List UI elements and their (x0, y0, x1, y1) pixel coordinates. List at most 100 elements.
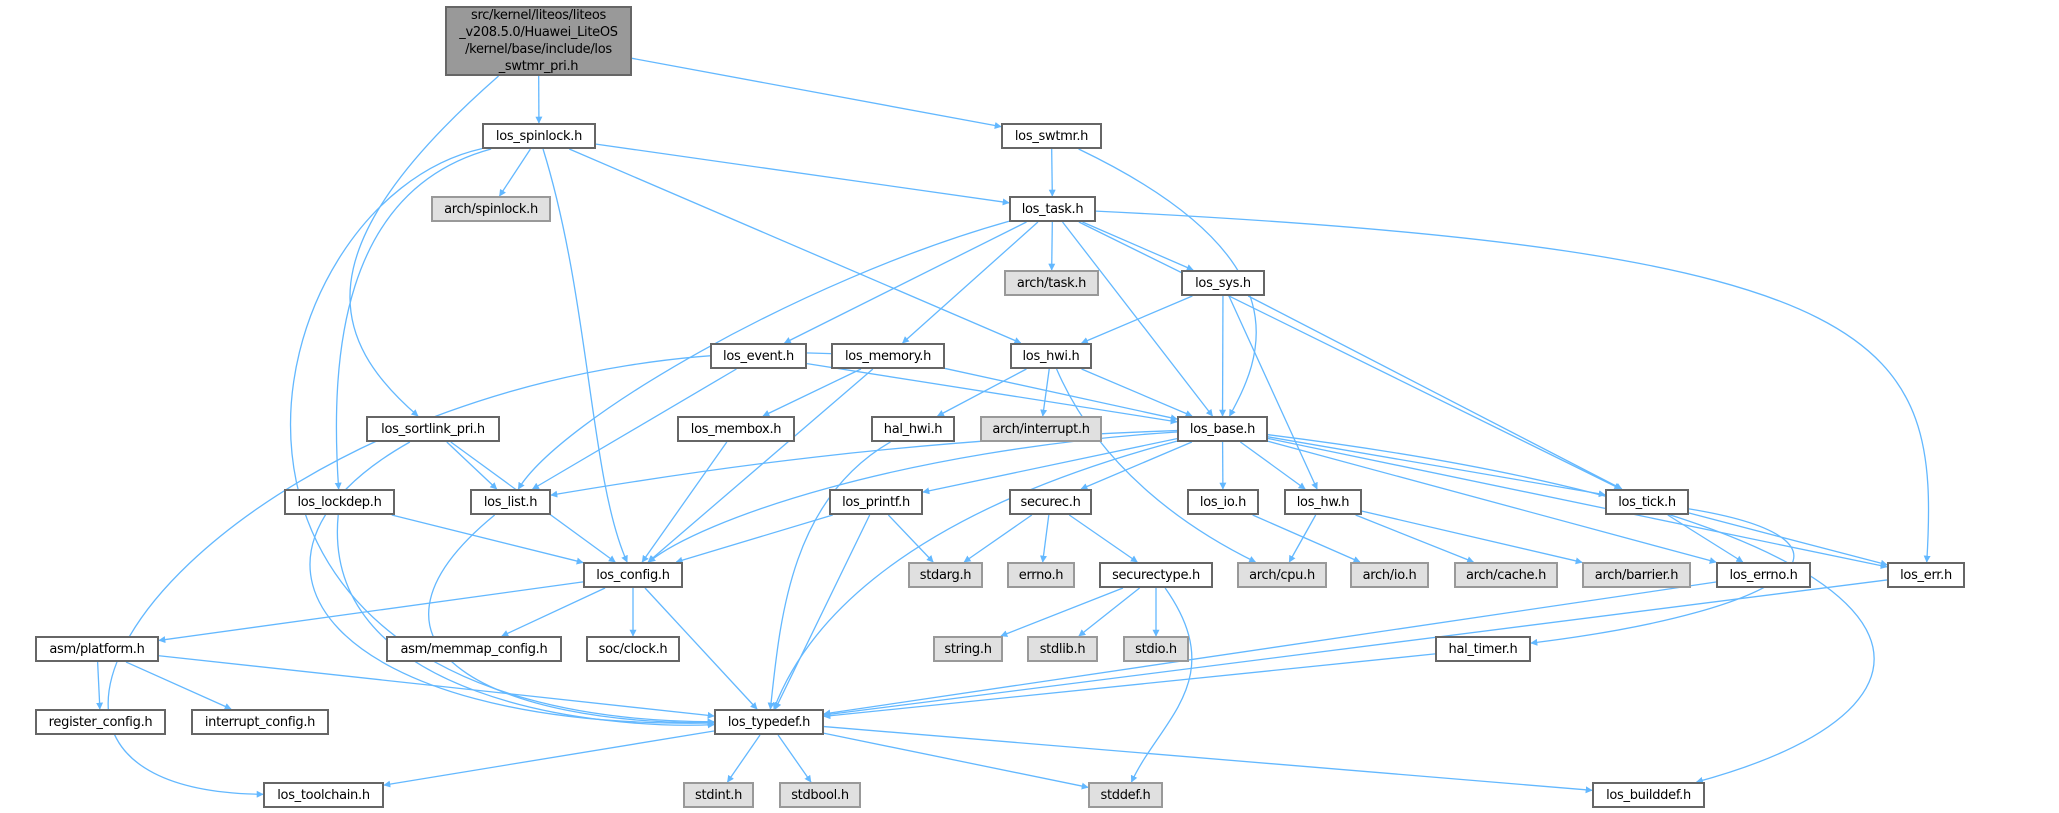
node-soc-clock[interactable]: soc/clock.h (586, 636, 680, 662)
node-stdarg: stdarg.h (908, 562, 983, 588)
edge-typedef-to-toolchain (383, 730, 715, 788)
edge-base-to-securec (1080, 441, 1193, 490)
node-string: string.h (933, 636, 1003, 662)
node-errno: errno.h (1007, 562, 1075, 588)
edge-sys-to-tick (1247, 295, 1623, 490)
node-arch-barrier: arch/barrier.h (1582, 562, 1691, 588)
edge-swtmr-to-task (1048, 148, 1056, 197)
node-builddef[interactable]: los_builddef.h (1592, 782, 1705, 808)
edge-task-to-event (783, 221, 1027, 344)
node-memory[interactable]: los_memory.h (831, 343, 945, 369)
edge-list-to-typedef (428, 514, 715, 727)
edge-base-to-los_errno (1267, 440, 1717, 564)
edge-securectype-to-string (1000, 587, 1124, 637)
edge-hw-to-arch_barrier (1361, 510, 1583, 565)
edge-task-to-err (1095, 210, 1931, 563)
edge-membox-to-config (641, 441, 728, 563)
node-arch-io: arch/io.h (1350, 562, 1429, 588)
edge-task-to-arch_task (1048, 221, 1056, 271)
node-arch-spinlock: arch/spinlock.h (431, 196, 551, 222)
edge-task-to-memory (902, 221, 1039, 344)
node-asm-platform[interactable]: asm/platform.h (35, 636, 159, 662)
edge-hwi-to-hal_hwi (936, 368, 1027, 417)
edge-event-to-list (531, 368, 737, 490)
node-los-errno[interactable]: los_errno.h (1716, 562, 1811, 588)
node-hal-timer[interactable]: hal_timer.h (1435, 636, 1531, 662)
edge-hal_hwi-to-typedef (767, 441, 891, 710)
node-config[interactable]: los_config.h (583, 562, 683, 588)
edge-lockdep-to-typedef (336, 514, 715, 729)
edge-securec-to-stdarg (963, 514, 1033, 563)
node-event[interactable]: los_event.h (710, 343, 807, 369)
edge-config-to-asm_platform (158, 581, 584, 644)
node-toolchain[interactable]: los_toolchain.h (263, 782, 384, 808)
node-membox[interactable]: los_membox.h (677, 416, 795, 442)
node-hw[interactable]: los_hw.h (1284, 489, 1362, 515)
node-lockdep[interactable]: los_lockdep.h (284, 489, 395, 515)
node-stddef: stddef.h (1088, 782, 1163, 808)
node-printf[interactable]: los_printf.h (829, 489, 923, 515)
edge-spinlock-to-lockdep (334, 148, 492, 490)
edge-memory-to-membox (762, 368, 862, 417)
edge-swtmr-to-base (1078, 148, 1257, 417)
node-swtmr[interactable]: los_swtmr.h (1001, 123, 1102, 149)
edge-asm_platform-to-typedef (158, 655, 715, 719)
edge-base-to-typedef (772, 440, 1178, 710)
edge-spinlock-to-config (542, 148, 628, 563)
node-task[interactable]: los_task.h (1009, 196, 1096, 222)
node-err[interactable]: los_err.h (1887, 562, 1965, 588)
edge-base-to-hw (1240, 441, 1306, 490)
node-securec[interactable]: securec.h (1009, 489, 1092, 515)
edge-typedef-to-stdbool (777, 734, 812, 783)
node-stdint: stdint.h (683, 782, 754, 808)
edge-spinlock-to-task (595, 143, 1010, 206)
node-sys[interactable]: los_sys.h (1181, 270, 1265, 296)
node-stdlib: stdlib.h (1027, 636, 1098, 662)
edge-task-to-list (517, 220, 1010, 490)
edge-los_errno-to-typedef (823, 581, 1717, 717)
node-sortlink[interactable]: los_sortlink_pri.h (366, 416, 500, 442)
edge-asm_platform-to-interrupt_config (125, 661, 232, 710)
edge-event-to-base (806, 362, 1178, 425)
node-io[interactable]: los_io.h (1187, 489, 1259, 515)
edge-asm_platform-to-register_config (96, 661, 104, 710)
node-spinlock[interactable]: los_spinlock.h (482, 123, 596, 149)
node-list[interactable]: los_list.h (470, 489, 551, 515)
node-stdio: stdio.h (1123, 636, 1189, 662)
edge-tick-to-los_errno (1667, 514, 1744, 563)
node-securectype[interactable]: securectype.h (1099, 562, 1213, 588)
edge-tick-to-err (1688, 512, 1888, 567)
edge-base-to-err (1267, 437, 1888, 570)
edge-memory-to-base (944, 367, 1178, 422)
node-typedef[interactable]: los_typedef.h (714, 709, 824, 735)
edge-securectype-to-stdlib (1078, 587, 1140, 637)
edge-config-to-typedef (644, 587, 758, 710)
node-tick[interactable]: los_tick.h (1605, 489, 1689, 515)
edge-spinlock-to-arch_spinlock (499, 148, 531, 197)
node-memmap[interactable]: asm/memmap_config.h (386, 636, 562, 662)
edge-root-to-swtmr (631, 57, 1002, 129)
edge-securectype-to-stddef (1130, 587, 1193, 783)
edge-printf-to-stdarg (887, 514, 934, 563)
node-arch-task: arch/task.h (1004, 270, 1099, 296)
edge-spinlock-to-hwi (568, 148, 1022, 344)
node-interrupt-config[interactable]: interrupt_config.h (191, 709, 329, 735)
edge-securec-to-errno (1040, 514, 1050, 563)
edge-securec-to-securectype (1068, 514, 1138, 563)
edge-memory-to-toolchain (107, 352, 832, 798)
edge-hw-to-arch_cache (1355, 514, 1475, 563)
edge-sys-to-hw (1228, 295, 1318, 490)
node-arch-cpu: arch/cpu.h (1237, 562, 1327, 588)
node-hal-hwi[interactable]: hal_hwi.h (871, 416, 955, 442)
node-base[interactable]: los_base.h (1177, 416, 1268, 442)
node-register-config[interactable]: register_config.h (35, 709, 166, 735)
edge-base-to-builddef (1267, 434, 1875, 784)
node-arch-cache: arch/cache.h (1454, 562, 1558, 588)
edge-sortlink-to-list (446, 441, 498, 490)
edge-config-to-memmap (501, 587, 606, 637)
edge-lockdep-to-config (391, 514, 584, 565)
edge-io-to-arch_io (1252, 514, 1361, 563)
edge-base-to-tick (1267, 436, 1606, 498)
node-hwi[interactable]: los_hwi.h (1010, 343, 1092, 369)
